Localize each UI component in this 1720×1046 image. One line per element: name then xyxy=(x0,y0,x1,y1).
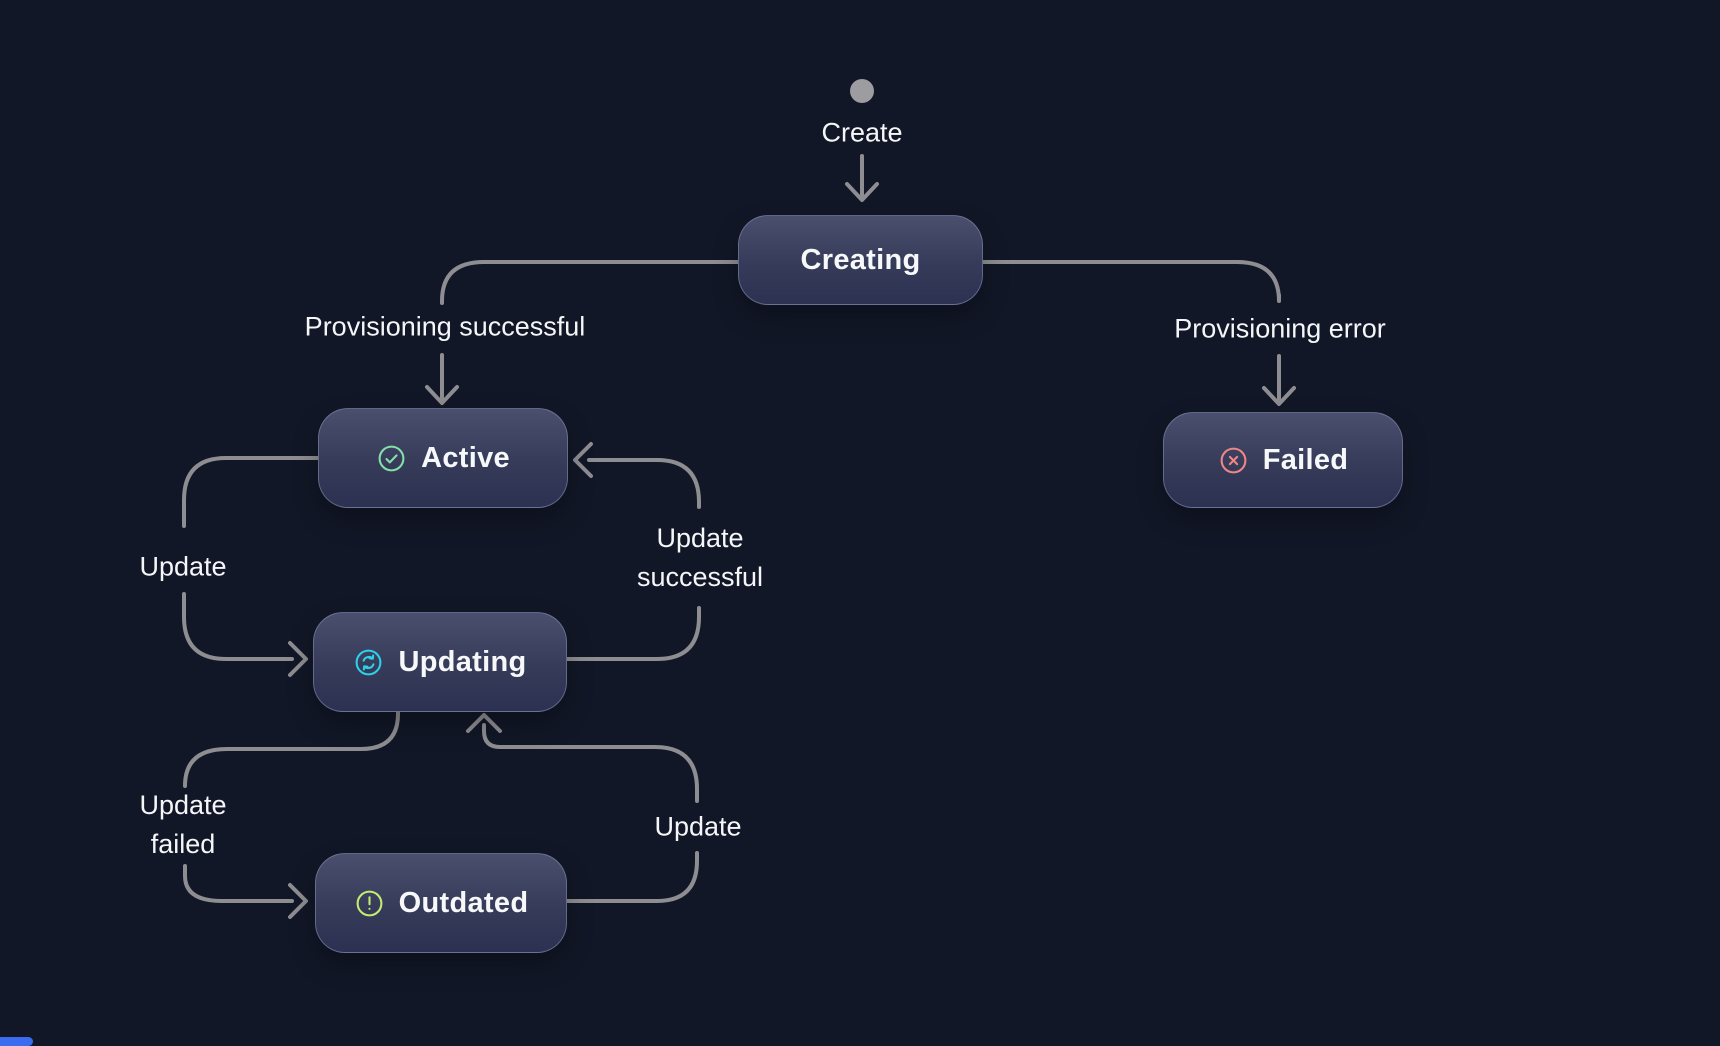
horizontal-scrollbar-thumb[interactable] xyxy=(0,1037,33,1046)
state-node-label: Creating xyxy=(800,243,921,276)
state-node-label: Active xyxy=(421,441,510,474)
edge-updating-to-active xyxy=(565,442,701,661)
state-node-outdated[interactable]: Outdated xyxy=(315,853,567,953)
edge-label-update-left: Update xyxy=(139,551,227,582)
state-node-creating[interactable]: Creating xyxy=(738,215,983,305)
edge-updating-to-outdated xyxy=(183,710,400,919)
sync-circle-icon xyxy=(356,649,382,675)
state-node-label: Outdated xyxy=(398,886,529,919)
state-node-label: Failed xyxy=(1262,443,1349,476)
edge-label-update-successful: Update successful xyxy=(636,523,764,592)
edge-label-update-right: Update xyxy=(654,811,742,842)
state-node-updating[interactable]: Updating xyxy=(313,612,567,712)
edge-creating-to-failed xyxy=(981,260,1296,406)
edge-start-to-creating xyxy=(845,154,879,202)
edge-outdated-to-updating xyxy=(466,713,699,903)
edge-active-to-updating xyxy=(182,456,320,677)
state-node-label: Updating xyxy=(398,645,527,678)
edge-label-provisioning-error: Provisioning error xyxy=(1174,313,1386,344)
edge-creating-to-active xyxy=(425,260,740,405)
edge-label-update-failed: Update failed xyxy=(139,790,227,859)
x-circle-icon xyxy=(1220,447,1247,473)
start-state-dot xyxy=(850,79,874,103)
state-node-failed[interactable]: Failed xyxy=(1163,412,1403,508)
state-node-active[interactable]: Active xyxy=(318,408,568,508)
check-circle-icon xyxy=(378,445,405,471)
edge-label-create: Create xyxy=(821,117,903,148)
alert-circle-icon xyxy=(356,890,383,916)
edge-label-provisioning-successful: Provisioning successful xyxy=(304,311,586,342)
